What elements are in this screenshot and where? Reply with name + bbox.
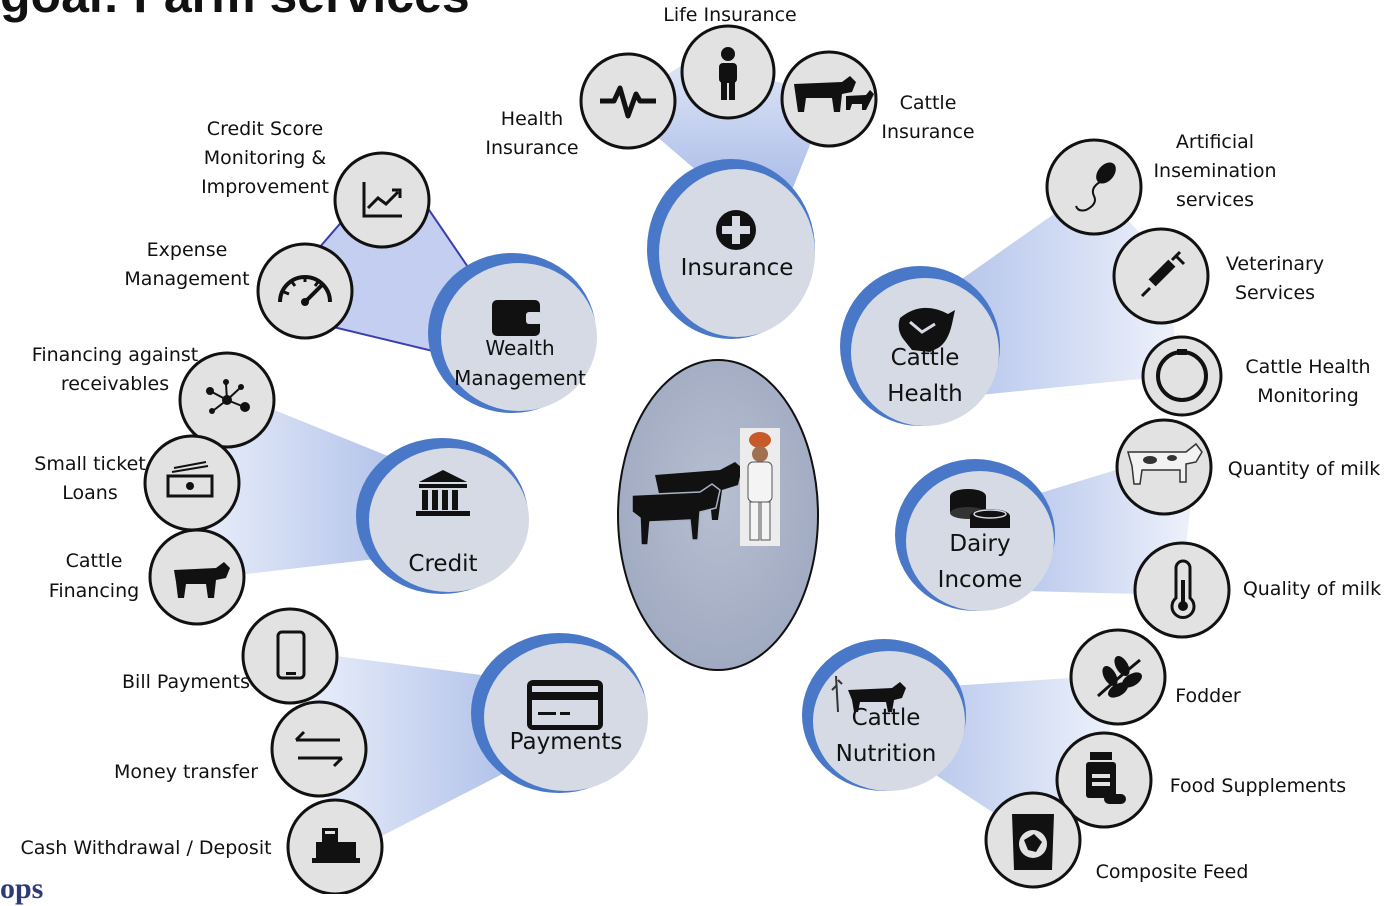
credit-score-label-line1: Credit Score	[206, 118, 324, 140]
money-transfer-label: Money transfer	[113, 761, 259, 783]
artificial-insemination-label-line2: Insemination	[1153, 160, 1277, 182]
health-insurance-node[interactable]	[579, 52, 677, 150]
credit-score-label-line2: Monitoring &	[203, 147, 327, 169]
medical-cross-icon	[716, 210, 756, 250]
network-nodes-icon	[206, 379, 250, 414]
dairy-income-hub-label-line1: Dairy	[949, 531, 1011, 557]
cattle-insurance-label-line2: Insurance	[881, 121, 975, 143]
dairy-income-hub-label-line2: Income	[937, 567, 1023, 593]
dairy-cow-icon	[1127, 442, 1203, 485]
sperm-icon	[1075, 162, 1116, 212]
financing-receivables-label-line1: Financing against	[31, 344, 199, 366]
expense-management-node[interactable]	[256, 242, 354, 340]
cattle-health-monitoring-label-line2: Monitoring	[1257, 385, 1359, 407]
insurance-hub-label: Insurance	[680, 255, 794, 281]
bill-payments-label: Bill Payments	[122, 671, 250, 693]
cattle-nutrition-hub-label-line1: Cattle	[851, 705, 921, 731]
coins-icon	[950, 489, 1010, 528]
thermometer-icon	[1170, 559, 1196, 619]
person-icon	[719, 47, 737, 100]
expense-management-label-line2: Management	[124, 268, 250, 290]
cow-grain-icon	[831, 675, 906, 713]
payments-hub-label: Payments	[509, 729, 623, 755]
trend-chart-icon	[362, 182, 402, 218]
health-insurance-label-line2: Insurance	[485, 137, 579, 159]
cow-icon	[174, 562, 230, 598]
financing-receivables-label-line2: receivables	[60, 373, 170, 395]
wealth-hub-label-line2: Management	[454, 366, 586, 390]
cash-withdrawal-label: Cash Withdrawal / Deposit	[20, 837, 272, 859]
bill-payments-node[interactable]	[241, 607, 339, 705]
dairy-income-hub[interactable]	[895, 459, 1055, 611]
cattle-financing-label-line2: Financing	[48, 580, 140, 602]
composite-feed-label: Composite Feed	[1095, 861, 1249, 883]
footer-text-fragment: ops	[0, 872, 44, 905]
cattle-insurance-label-line1: Cattle	[899, 92, 957, 114]
cattle-health-monitoring-node[interactable]	[1141, 335, 1223, 417]
speedometer-icon	[278, 275, 332, 306]
food-supplements-label: Food Supplements	[1169, 775, 1347, 797]
expense-management-label-line1: Expense	[146, 239, 228, 261]
wealth-hub-label-line1: Wealth	[485, 336, 555, 360]
syringe-icon	[1140, 250, 1186, 298]
cattle-nutrition-hub-label-line2: Nutrition	[835, 741, 937, 767]
mobile-phone-icon	[276, 630, 306, 680]
leaf-sprig-icon	[1096, 656, 1142, 698]
veterinary-services-label-line1: Veterinary	[1225, 253, 1325, 275]
bank-icon	[416, 470, 470, 516]
credit-score-label-line3: Improvement	[201, 176, 329, 198]
farmer-with-cattle-icon	[631, 428, 780, 546]
cattle-financing-label-line1: Cattle	[65, 550, 123, 572]
artificial-insemination-label-line1: Artificial	[1175, 131, 1255, 153]
credit-hub[interactable]	[356, 438, 529, 594]
money-transfer-node[interactable]	[270, 700, 368, 798]
cattle-nutrition-hub[interactable]	[802, 639, 966, 791]
cattle-health-hub-label-line1: Cattle	[890, 345, 960, 371]
small-loans-label-line2: Loans	[62, 482, 118, 504]
quality-milk-label: Quality of milk	[1242, 578, 1382, 600]
veterinary-services-label-line2: Services	[1234, 282, 1316, 304]
transfer-arrows-icon	[294, 730, 344, 768]
feed-bag-icon	[1012, 814, 1054, 870]
cow-head-icon	[898, 307, 955, 352]
cash-notes-icon	[166, 461, 214, 498]
artificial-insemination-label-line3: services	[1176, 189, 1254, 211]
cash-register-icon	[312, 828, 360, 863]
insurance-hub[interactable]	[647, 159, 815, 339]
health-insurance-label-line1: Health	[500, 108, 564, 130]
credit-hub-label: Credit	[408, 551, 478, 577]
cow-calf-icon	[794, 76, 874, 112]
collar-band-icon	[1156, 349, 1208, 402]
pill-bottle-icon	[1086, 752, 1126, 804]
small-loans-label-line1: Small ticket	[34, 453, 146, 475]
cattle-health-monitoring-label-line1: Cattle Health	[1245, 356, 1371, 378]
fodder-label: Fodder	[1175, 685, 1241, 707]
cattle-insurance-node[interactable]	[780, 50, 878, 148]
credit-card-icon	[527, 680, 603, 730]
wallet-icon	[492, 300, 542, 336]
heartbeat-icon	[600, 85, 656, 119]
page-title: goal: Farm services	[0, 0, 470, 24]
cattle-health-hub-label-line2: Health	[887, 381, 963, 407]
quantity-milk-label: Quantity of milk	[1227, 458, 1381, 480]
life-insurance-label: Life Insurance	[663, 4, 797, 26]
